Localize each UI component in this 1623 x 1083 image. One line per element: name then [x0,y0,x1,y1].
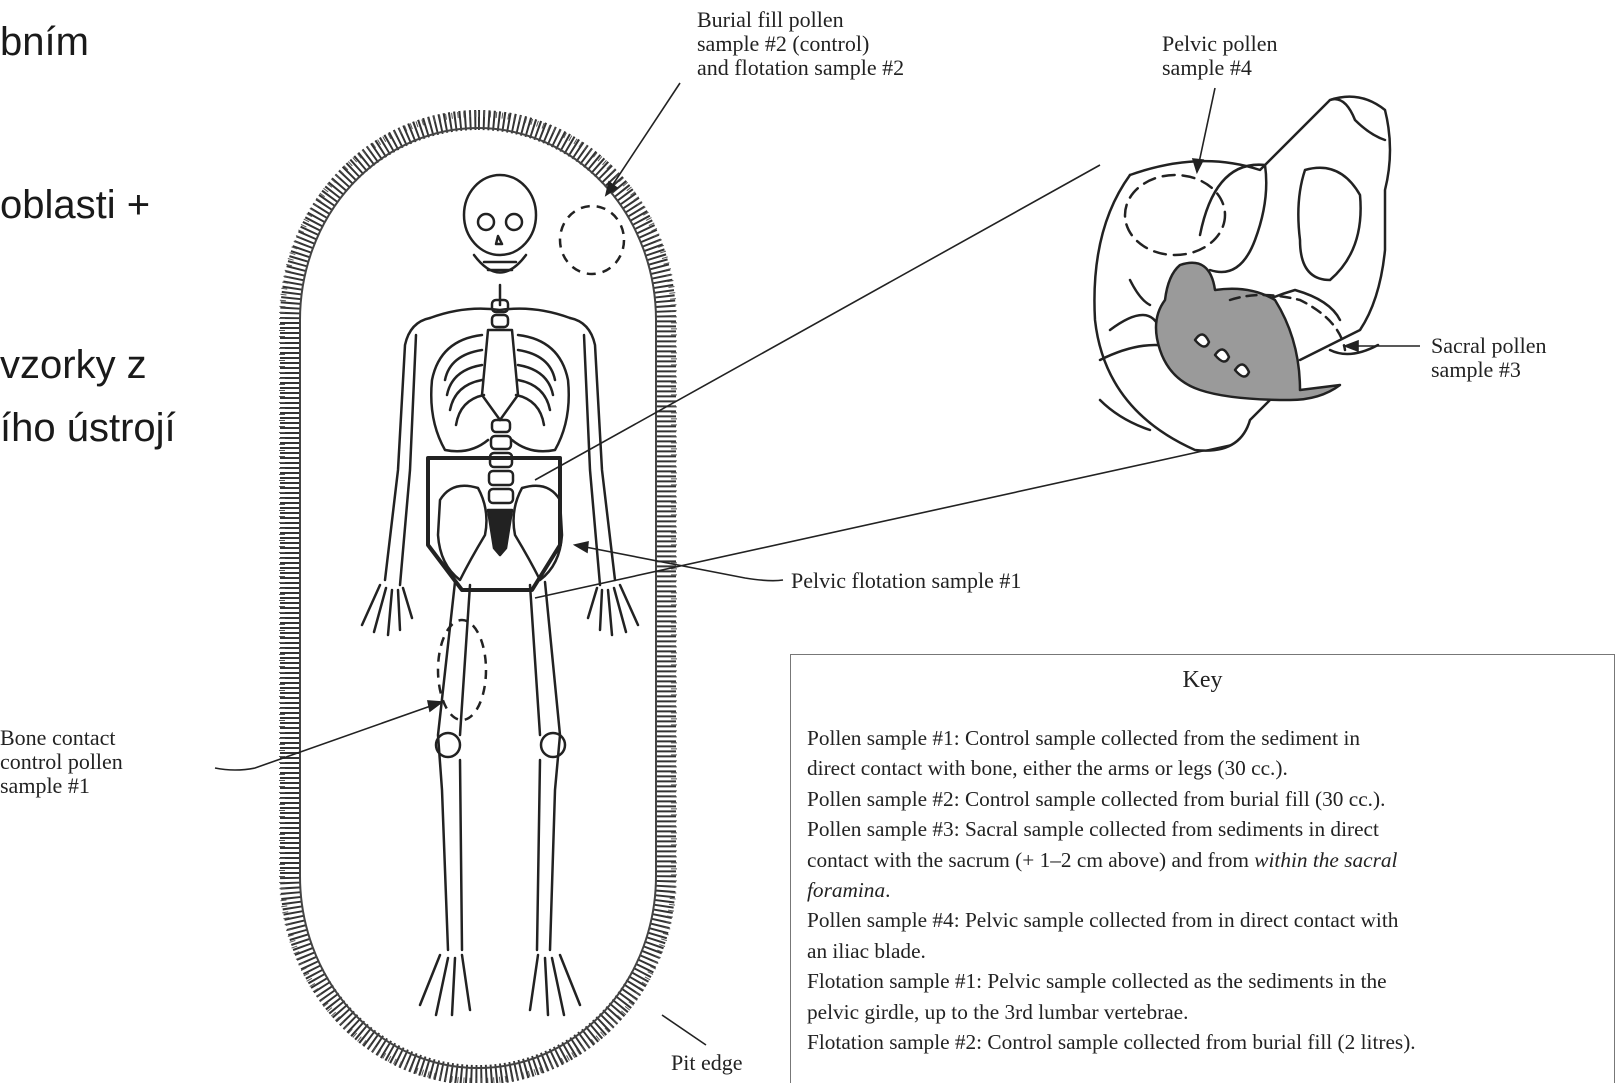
key-line-text: direct contact with bone, either the arm… [807,756,1288,780]
key-line-text: pelvic girdle, up to the 3rd lumbar vert… [807,1000,1188,1024]
burial-fill-sample-label: Burial fill pollen sample #2 (control) a… [697,8,904,80]
key-line-text: Flotation sample #1: Pelvic sample colle… [807,969,1387,993]
key-title: Key [791,667,1614,694]
key-line-italic: foramina [807,878,885,902]
key-box: Key Pollen sample #1: Control sample col… [790,654,1615,1083]
pit-edge-label: Pit edge [671,1051,743,1075]
key-line: Pollen sample #2: Control sample collect… [807,784,1607,814]
key-line-text: Pollen sample #1: Control sample collect… [807,726,1360,750]
key-line: an iliac blade. [807,936,1607,966]
key-line-text: Flotation sample #2: Control sample coll… [807,1030,1416,1054]
key-line-text: an iliac blade. [807,939,926,963]
burial-fill-sample-circle [560,206,624,274]
key-line-suffix: . [885,878,890,902]
key-line-text: Pollen sample #3: Sacral sample collecte… [807,817,1379,841]
key-line: direct contact with bone, either the arm… [807,753,1607,783]
skeleton [362,175,638,1015]
key-line: Pollen sample #1: Control sample collect… [807,723,1607,753]
key-line: foramina. [807,875,1607,905]
key-line: contact with the sacrum (+ 1–2 cm above)… [807,845,1607,875]
pelvic-pollen-sample-label: Pelvic pollen sample #4 [1162,32,1277,80]
key-line-text: Pollen sample #4: Pelvic sample collecte… [807,908,1398,932]
key-line-text: contact with the sacrum (+ 1–2 cm above)… [807,848,1254,872]
pelvis-detail-drawing [1094,97,1390,451]
key-line: Pollen sample #3: Sacral sample collecte… [807,814,1607,844]
key-line: Pollen sample #4: Pelvic sample collecte… [807,905,1607,935]
key-body: Pollen sample #1: Control sample collect… [807,723,1607,1057]
key-line-italic: within the sacral [1254,848,1397,872]
bone-contact-sample-label: Bone contact control pollen sample #1 [0,726,123,798]
key-line-text: Pollen sample #2: Control sample collect… [807,787,1385,811]
pelvic-flotation-sample-label: Pelvic flotation sample #1 [791,569,1021,593]
key-line: Flotation sample #1: Pelvic sample colle… [807,966,1607,996]
sacral-pollen-sample-label: Sacral pollen sample #3 [1431,334,1546,382]
key-line: Flotation sample #2: Control sample coll… [807,1027,1607,1057]
key-line: pelvic girdle, up to the 3rd lumbar vert… [807,997,1607,1027]
